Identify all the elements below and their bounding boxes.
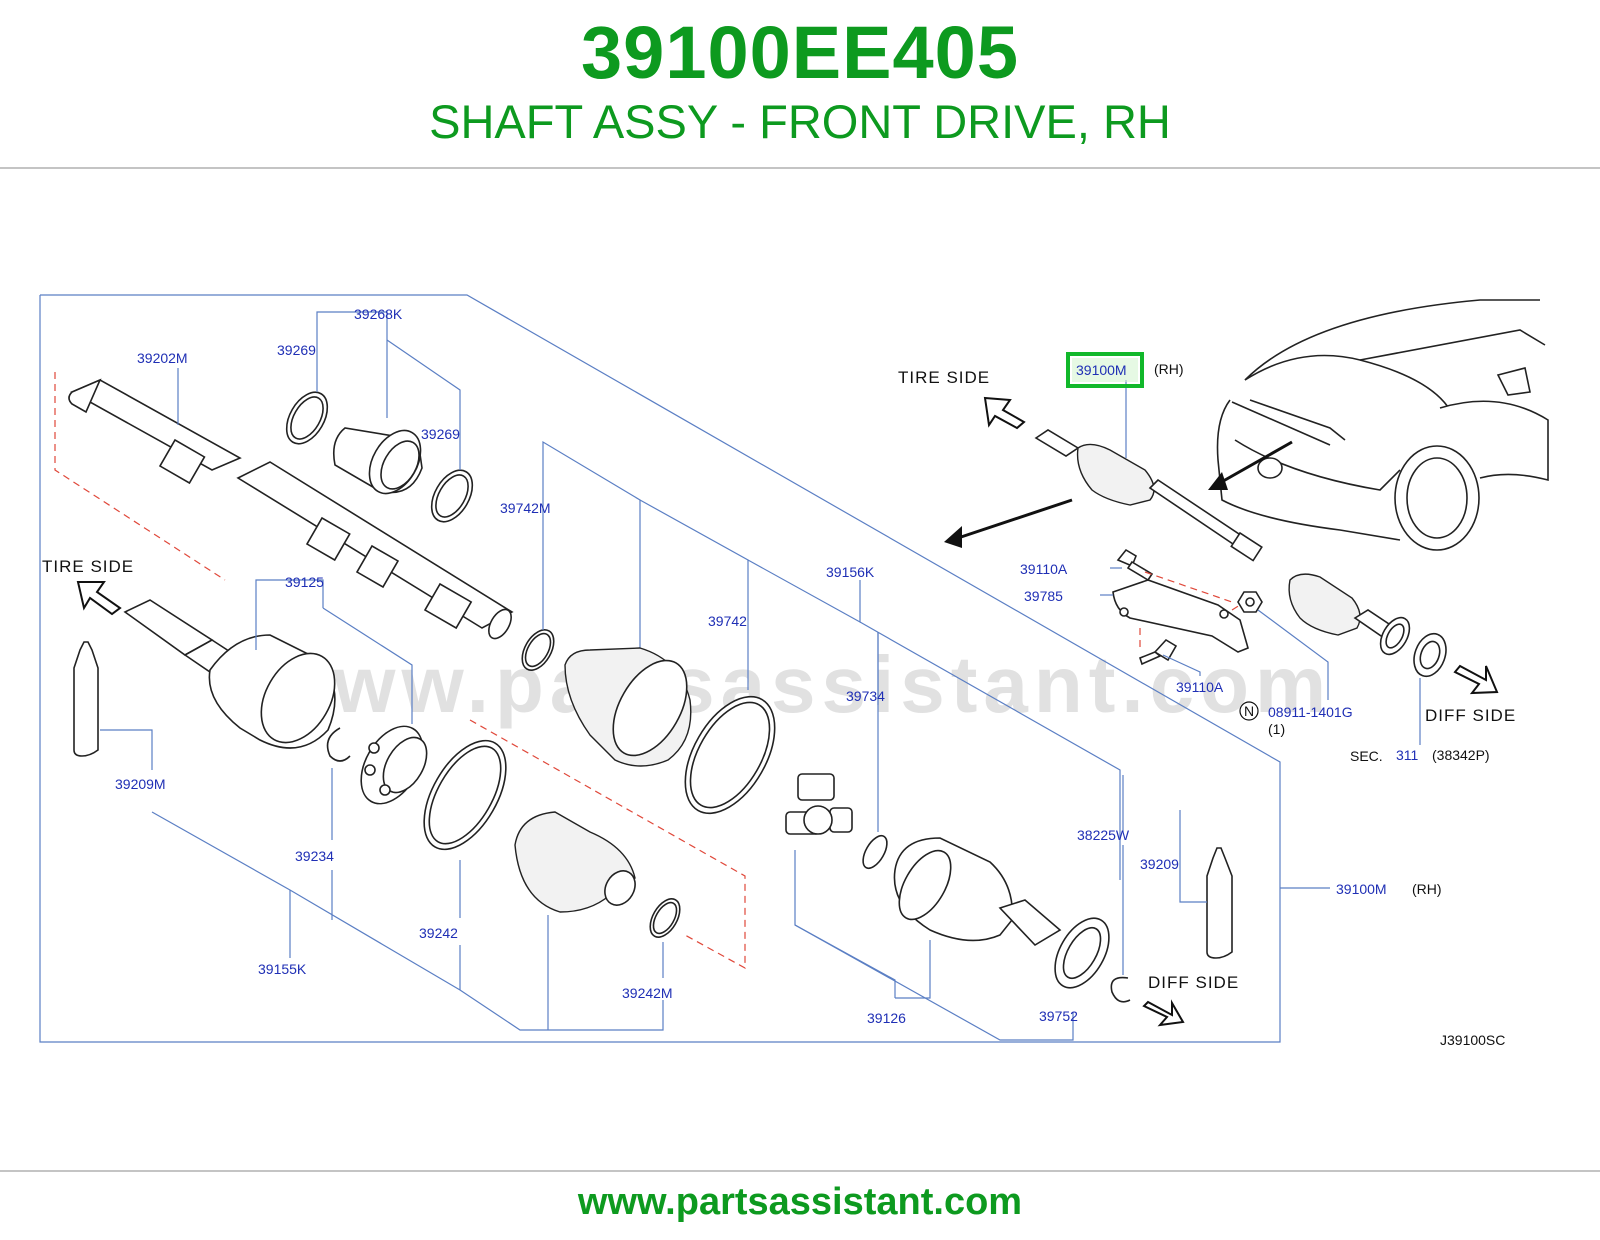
leader-39156K-b: [859, 621, 1121, 880]
label-08911-n: N: [1244, 703, 1254, 719]
band-39242M[interactable]: [644, 894, 686, 942]
label-39209[interactable]: 39209: [1140, 856, 1179, 872]
label-39110A-a[interactable]: 39110A: [1020, 561, 1068, 577]
leader-39126-b: [794, 850, 1074, 1041]
part-number-title: 39100EE405: [581, 11, 1019, 94]
snap-ring-38225W[interactable]: [1110, 976, 1131, 1003]
arrow-tire-side-top: [983, 396, 1026, 430]
band-39742[interactable]: [667, 682, 793, 829]
leader-39110A-b: [1162, 654, 1201, 676]
leader-39126: [895, 940, 931, 999]
highlight-box: [1066, 352, 1144, 388]
label-39268K[interactable]: 39268K: [354, 306, 403, 322]
arrow-tire-side-left: [76, 581, 122, 616]
label-39269-b[interactable]: 39269: [421, 426, 460, 442]
label-tire-side-top: TIRE SIDE: [898, 368, 990, 387]
band-39269-a[interactable]: [278, 385, 335, 450]
label-08911-qty: (1): [1268, 721, 1285, 737]
label-39242M[interactable]: 39242M: [622, 985, 673, 1001]
part-description: SHAFT ASSY - FRONT DRIVE, RH: [429, 95, 1171, 148]
label-39100M-main[interactable]: 39100M: [1336, 881, 1387, 897]
label-38225W[interactable]: 38225W: [1077, 827, 1130, 843]
vehicle-outline: [1216, 299, 1549, 551]
grease-tube-39209M[interactable]: [73, 641, 99, 757]
snap-ring-39734[interactable]: [858, 832, 892, 872]
guide-dashed-bracket: [1144, 571, 1233, 603]
label-sec: SEC.: [1350, 748, 1383, 764]
snap-ring-39234[interactable]: [326, 727, 351, 762]
label-39100M-top[interactable]: 39100M: [1076, 362, 1127, 378]
label-39734[interactable]: 39734: [846, 688, 885, 704]
label-39742[interactable]: 39742: [708, 613, 747, 629]
arrow-diff-side-right: [1453, 664, 1499, 695]
leader-08911: [1257, 609, 1329, 700]
diagram-ref-code: J39100SC: [1440, 1032, 1505, 1048]
band-39742M[interactable]: [516, 624, 561, 675]
footer-divider: [0, 1170, 1600, 1172]
leader-39209: [1179, 810, 1207, 903]
guide-dashed-bracket-3: [1231, 604, 1241, 611]
pointer-arrows: [944, 440, 1293, 548]
label-39125[interactable]: 39125: [285, 574, 324, 590]
spider-assembly[interactable]: [785, 773, 853, 835]
leader-39125-b: [322, 607, 413, 724]
guide-dashed-tire: [54, 372, 226, 581]
label-39209M[interactable]: 39209M: [115, 776, 166, 792]
leader-39126-c: [794, 924, 896, 998]
seal-sec-311[interactable]: [1408, 629, 1451, 681]
leader-39742-top: [639, 499, 749, 630]
label-diff-side-right: DIFF SIDE: [1425, 706, 1516, 725]
label-39202M[interactable]: 39202M: [137, 350, 188, 366]
leader-39209M: [100, 729, 153, 770]
damper-39268K[interactable]: [332, 422, 431, 503]
outer-joint-39125[interactable]: [123, 599, 350, 756]
boot-outer[interactable]: [514, 811, 641, 913]
header: 39100EE405 SHAFT ASSY - FRONT DRIVE, RH: [0, 0, 1600, 168]
label-08911[interactable]: 08911-1401G: [1268, 704, 1353, 720]
boot-inner[interactable]: [564, 647, 702, 768]
label-sec-311[interactable]: 311: [1396, 747, 1419, 763]
leader-39125: [255, 579, 324, 650]
label-39269-a[interactable]: 39269: [277, 342, 316, 358]
label-39110A-b[interactable]: 39110A: [1176, 679, 1224, 695]
label-39100M-main-rh: (RH): [1412, 881, 1442, 897]
label-39100M-top-rh: (RH): [1154, 361, 1184, 377]
seal-39752[interactable]: [1044, 909, 1120, 997]
main-frame: [39, 294, 1281, 1043]
nut-08911[interactable]: [1237, 591, 1263, 613]
label-39156K[interactable]: 39156K: [826, 564, 875, 580]
leader-39155K: [151, 811, 664, 1031]
label-39242[interactable]: 39242: [419, 925, 458, 941]
label-39785[interactable]: 39785: [1024, 588, 1063, 604]
inner-joint-39126[interactable]: [889, 837, 1062, 947]
band-39269-b[interactable]: [423, 463, 480, 528]
arrow-diff-side-bottom: [1142, 999, 1185, 1027]
highlight-fill: [1072, 358, 1138, 382]
bolt-39110A-a[interactable]: [1116, 548, 1154, 582]
bolt-39110A-b[interactable]: [1139, 638, 1178, 666]
grease-tube-39209[interactable]: [1206, 847, 1233, 959]
n-circle: [1239, 701, 1259, 721]
guide-dashed-middle: [469, 719, 746, 970]
label-39126[interactable]: 39126: [867, 1010, 906, 1026]
leader-39268K: [316, 311, 388, 418]
leader-39269-b: [386, 339, 461, 470]
footer-url-link[interactable]: www.partsassistant.com: [577, 1181, 1023, 1223]
bracket-39785[interactable]: [1112, 579, 1249, 653]
ball-cage[interactable]: [348, 716, 435, 815]
label-39234[interactable]: 39234: [295, 848, 334, 864]
label-diff-side-bottom: DIFF SIDE: [1148, 973, 1239, 992]
shaft-39202M[interactable]: [68, 378, 516, 642]
label-sec-ref: (38342P): [1432, 747, 1490, 763]
label-39155K[interactable]: 39155K: [258, 961, 307, 977]
band-39242[interactable]: [407, 727, 522, 863]
label-39752[interactable]: 39752: [1039, 1008, 1078, 1024]
leader-39742M-top: [542, 440, 641, 650]
label-tire-side-left: TIRE SIDE: [42, 557, 134, 576]
label-39742M[interactable]: 39742M: [500, 500, 551, 516]
header-divider: [0, 167, 1600, 169]
rh-shaft-overview[interactable]: [1034, 429, 1415, 659]
